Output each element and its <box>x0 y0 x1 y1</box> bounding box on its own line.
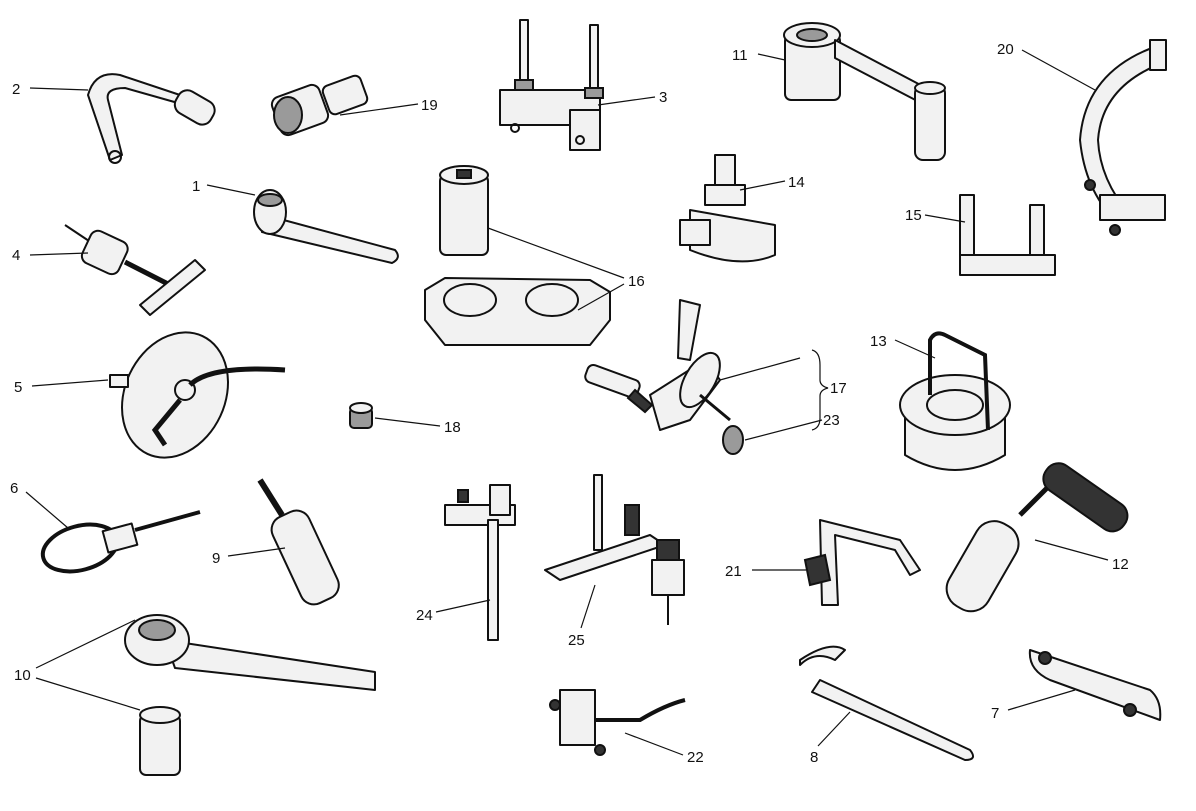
tool-19-socket <box>270 74 369 137</box>
label-17: 17 <box>830 380 847 397</box>
label-13: 13 <box>870 333 887 350</box>
tool-6-strap-wrench <box>40 510 201 574</box>
label-14: 14 <box>788 174 805 191</box>
label-16: 16 <box>628 273 645 290</box>
label-9: 9 <box>212 550 220 567</box>
tool-1-pin-spanner <box>253 189 399 264</box>
label-15: 15 <box>905 207 922 224</box>
tool-13-cap-with-handle <box>899 331 1011 471</box>
label-2: 2 <box>12 81 20 98</box>
tool-8-hook-spanner <box>799 645 975 761</box>
label-20: 20 <box>997 41 1014 58</box>
tool-4-t-handle-puller <box>64 224 206 316</box>
label-4: 4 <box>12 247 20 264</box>
tool-5-degree-wheel <box>109 331 286 459</box>
tool-17-tensioner-gauge <box>584 299 744 455</box>
tool-12-handle-tool <box>945 462 1129 613</box>
tool-14-cylinder-fixture <box>679 154 776 263</box>
tool-20-arc-bracket <box>1079 39 1167 236</box>
label-12: 12 <box>1112 556 1129 573</box>
tool-25-fixture <box>544 474 685 625</box>
tool-2-bent-wrench <box>87 73 216 164</box>
tool-24-stand <box>444 484 516 641</box>
tool-7-bolt-plate <box>1028 649 1162 721</box>
tool-15-u-plate <box>959 194 1056 276</box>
tool-10-ring-spanner-and-socket <box>124 614 376 776</box>
label-3: 3 <box>659 89 667 106</box>
tool-18-nut <box>349 402 373 429</box>
label-23: 23 <box>823 412 840 429</box>
tool-9-drift <box>257 478 340 606</box>
label-19: 19 <box>421 97 438 114</box>
label-18: 18 <box>444 419 461 436</box>
callout-labels: 2 19 3 11 20 1 14 4 16 15 13 5 17 23 18 … <box>10 41 1129 766</box>
label-24: 24 <box>416 607 433 624</box>
label-1: 1 <box>192 178 200 195</box>
label-10: 10 <box>14 667 31 684</box>
tool-22-puller <box>549 689 686 756</box>
label-7: 7 <box>991 705 999 722</box>
leader-lines <box>25 49 1109 756</box>
tool-21-bracket-with-knob <box>803 519 921 606</box>
tool-16-socket-and-ring-plate <box>424 165 611 346</box>
tool-3-plate-with-studs <box>499 19 604 151</box>
label-5: 5 <box>14 379 22 396</box>
tool-11-sleeve-with-arm <box>783 22 946 161</box>
label-25: 25 <box>568 632 585 649</box>
label-21: 21 <box>725 563 742 580</box>
label-22: 22 <box>687 749 704 766</box>
label-11: 11 <box>732 47 748 64</box>
label-6: 6 <box>10 480 18 497</box>
label-8: 8 <box>810 749 818 766</box>
